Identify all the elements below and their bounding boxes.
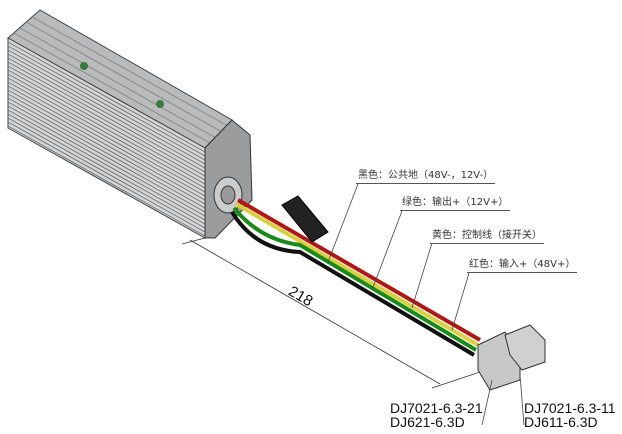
yellow-wire bbox=[234, 202, 480, 347]
fuse-holder bbox=[281, 195, 329, 243]
label-black-wire: 黑色：公共地（48V-，12V-） bbox=[356, 170, 496, 184]
connector-right-part-2: DJ611-6.3D bbox=[524, 414, 598, 430]
screw-icon bbox=[156, 100, 164, 108]
label-red-wire: 红色：输入+（48V+） bbox=[467, 259, 578, 273]
screw-icon bbox=[80, 62, 88, 70]
green-wire bbox=[232, 206, 478, 352]
connector-right bbox=[504, 324, 546, 371]
front-fins bbox=[7, 41, 206, 237]
connector-left-part-1: DJ7021-6.3-21 bbox=[390, 400, 483, 416]
connector-left-part-2: DJ621-6.3D bbox=[390, 414, 465, 430]
top-fins bbox=[13, 16, 229, 144]
red-wire bbox=[236, 198, 482, 342]
leader-lines bbox=[327, 183, 525, 426]
black-wire bbox=[230, 210, 476, 357]
label-yellow-wire: 黄色：控制线（接开关） bbox=[430, 230, 544, 244]
connector-right-part-1: DJ7021-6.3-11 bbox=[524, 400, 616, 416]
dimension-line bbox=[181, 237, 481, 389]
label-green-wire: 绿色：输出+（12V+） bbox=[400, 197, 511, 211]
